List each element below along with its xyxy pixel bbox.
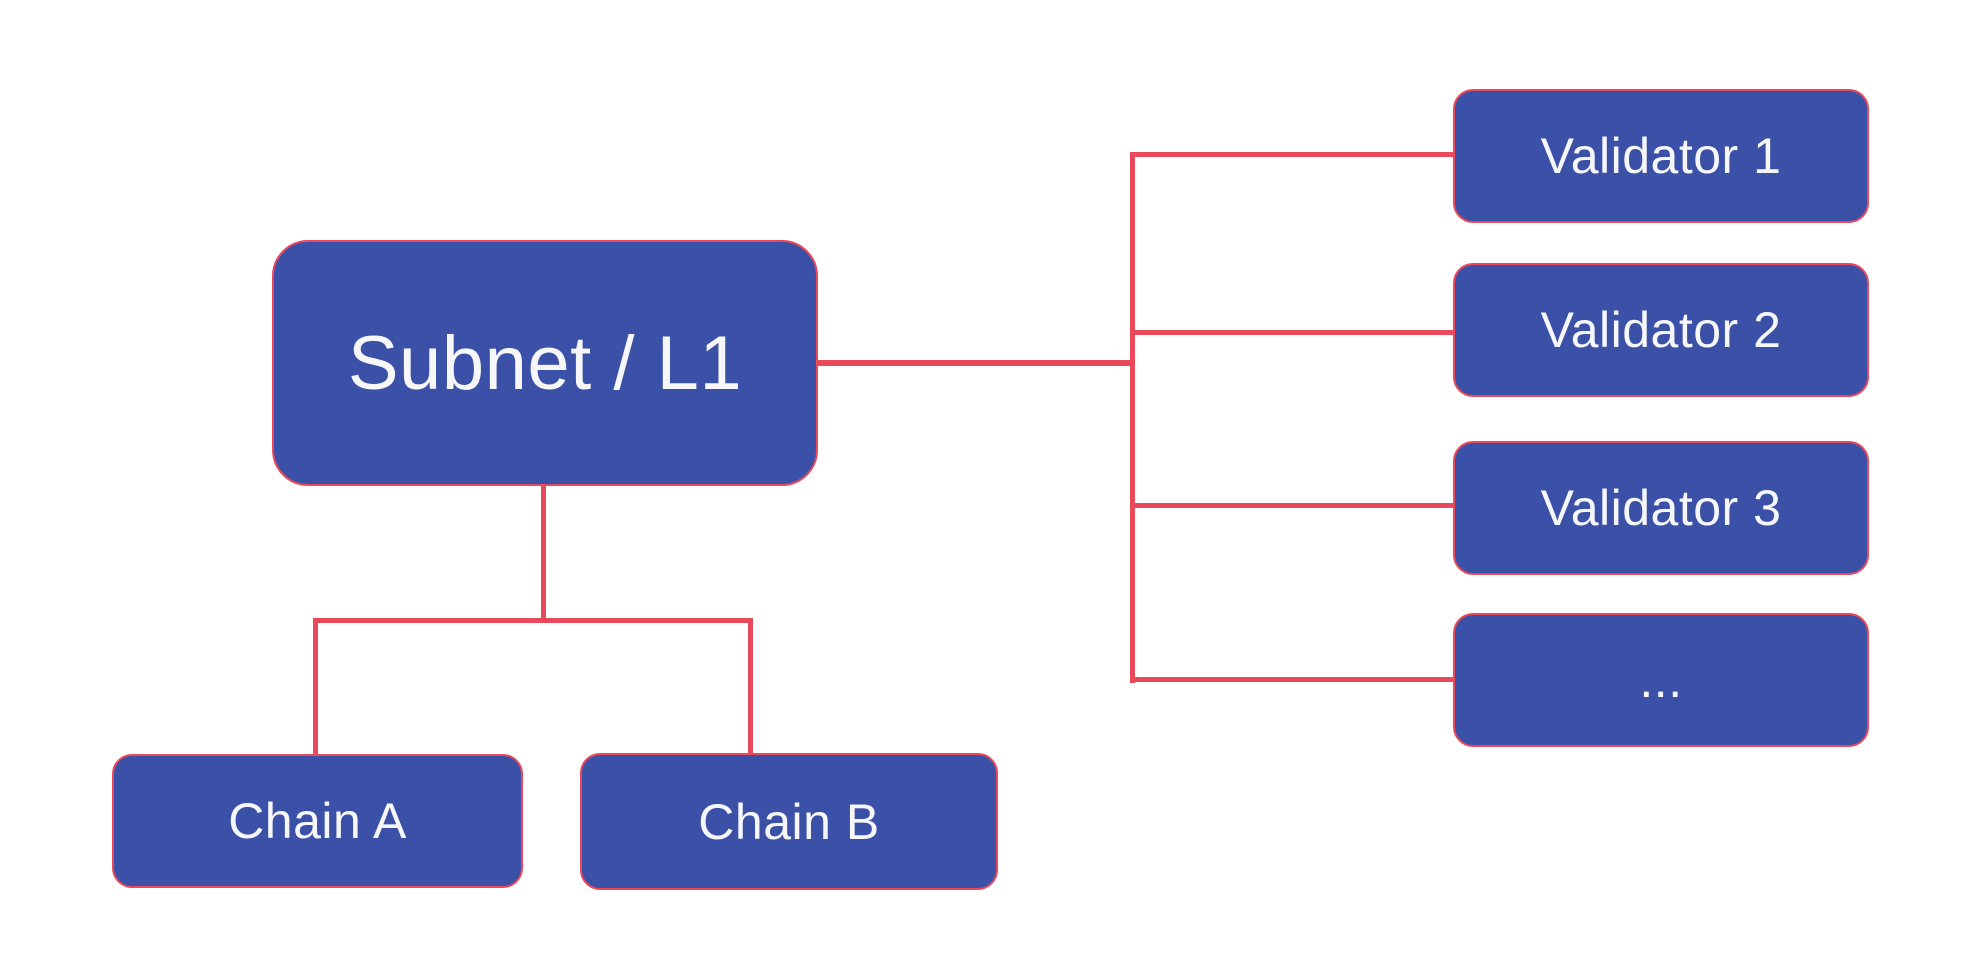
validator-3-node-label: Validator 3 [1540,480,1782,536]
validator-1-node: Validator 1 [1453,89,1869,223]
connector-validator-trunk [1130,152,1135,683]
validator-2-node-label: Validator 2 [1540,302,1782,358]
chain-b-node-label: Chain B [698,793,880,850]
connector-branch-validator-1 [1130,152,1453,157]
subnet-node: Subnet / L1 [272,240,818,486]
connector-drop-chain-b [748,618,753,753]
validator-1-node-label: Validator 1 [1540,128,1782,184]
validator-more-node: ... [1453,613,1869,747]
connector-subnet-down [541,486,546,623]
connector-branch-validator-2 [1130,330,1453,335]
subnet-node-label: Subnet / L1 [347,320,743,406]
connector-chain-split [313,618,753,623]
connector-branch-validator-more [1130,677,1453,682]
validator-2-node: Validator 2 [1453,263,1869,397]
connector-drop-chain-a [313,618,318,754]
validator-more-node-label: ... [1639,652,1683,708]
validator-3-node: Validator 3 [1453,441,1869,575]
chain-b-node: Chain B [580,753,998,890]
connector-subnet-to-trunk [818,360,1135,366]
connector-branch-validator-3 [1130,503,1453,508]
chain-a-node-label: Chain A [228,793,407,849]
chain-a-node: Chain A [112,754,523,888]
